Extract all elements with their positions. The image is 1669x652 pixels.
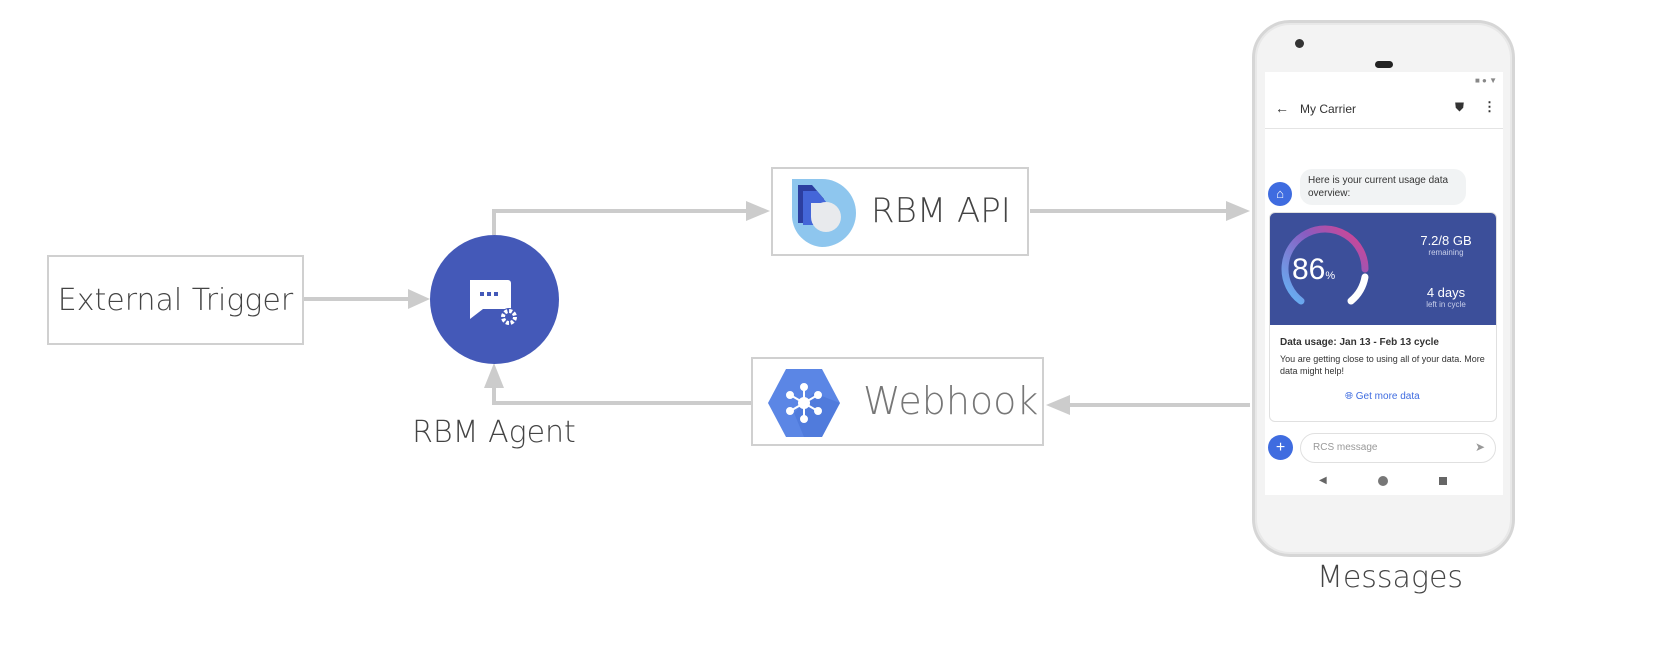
webhook-node: Webhook xyxy=(751,357,1044,446)
nav-home-icon[interactable] xyxy=(1378,476,1388,486)
get-more-data-button[interactable]: 🌐︎ Get more data xyxy=(1345,391,1420,402)
message-bubble: Here is your current usage data overview… xyxy=(1300,169,1466,205)
days-value: 4 days xyxy=(1426,285,1466,300)
messages-label: Messages xyxy=(1316,560,1464,595)
globe-icon: 🌐︎ xyxy=(1345,391,1356,402)
remaining-label: remaining xyxy=(1428,248,1464,257)
get-more-data-label: Get more data xyxy=(1355,391,1420,402)
status-bar-icons: ■ ● ▼ xyxy=(1474,76,1497,85)
nav-back-icon[interactable]: ◀ xyxy=(1319,475,1327,486)
conversation-title: My Carrier xyxy=(1300,102,1356,116)
webhook-label: Webhook xyxy=(863,379,1039,423)
rbm-api-node: RBM API xyxy=(771,167,1029,256)
card-description: You are getting close to using all of yo… xyxy=(1280,354,1485,376)
more-menu-icon[interactable]: ⋮ xyxy=(1483,99,1496,114)
usage-card-header: 86% 7.2/8 GB remaining 4 days left in cy… xyxy=(1270,213,1496,325)
chat-gear-icon xyxy=(470,280,518,326)
agent-avatar: ⌂ xyxy=(1268,182,1292,206)
camera-icon xyxy=(1295,39,1304,48)
arrow-webhook-to-agent xyxy=(492,385,751,405)
message-input-placeholder: RCS message xyxy=(1313,442,1378,453)
add-attachment-button[interactable]: + xyxy=(1268,435,1293,460)
days-stat: 4 days left in cycle xyxy=(1400,285,1492,309)
remaining-stat: 7.2/8 GB remaining xyxy=(1400,233,1492,257)
speaker-icon xyxy=(1375,61,1393,68)
usage-percent: 86% xyxy=(1292,253,1335,287)
rich-card: 86% 7.2/8 GB remaining 4 days left in cy… xyxy=(1269,212,1497,422)
rbm-api-logo-icon xyxy=(792,179,856,247)
card-title: Data usage: Jan 13 - Feb 13 cycle xyxy=(1280,337,1439,348)
phone-screen: ■ ● ▼ ← My Carrier ⛊ ⋮ ⌂ Here is your cu… xyxy=(1265,72,1503,495)
external-trigger-node: External Trigger xyxy=(47,255,304,345)
usage-gauge xyxy=(1281,225,1369,305)
webhook-hub-icon xyxy=(768,369,840,437)
percent-value: 86 xyxy=(1292,253,1326,286)
message-input[interactable]: RCS message ➤ xyxy=(1300,433,1496,463)
days-label: left in cycle xyxy=(1426,300,1466,309)
percent-unit: % xyxy=(1325,270,1336,282)
rbm-agent-label: RBM Agent xyxy=(412,415,576,450)
rbm-agent-node xyxy=(430,235,559,364)
remaining-value: 7.2/8 GB xyxy=(1420,233,1472,248)
nav-recents-icon[interactable] xyxy=(1439,477,1447,485)
external-trigger-label: External Trigger xyxy=(57,282,294,318)
send-icon[interactable]: ➤ xyxy=(1474,440,1485,454)
arrow-agent-to-api xyxy=(492,209,748,235)
back-arrow-icon[interactable]: ← xyxy=(1275,100,1289,116)
app-bar: ← My Carrier ⛊ ⋮ xyxy=(1265,90,1503,129)
verified-shield-icon: ⛊ xyxy=(1455,100,1465,114)
rbm-api-label: RBM API xyxy=(871,191,1011,231)
